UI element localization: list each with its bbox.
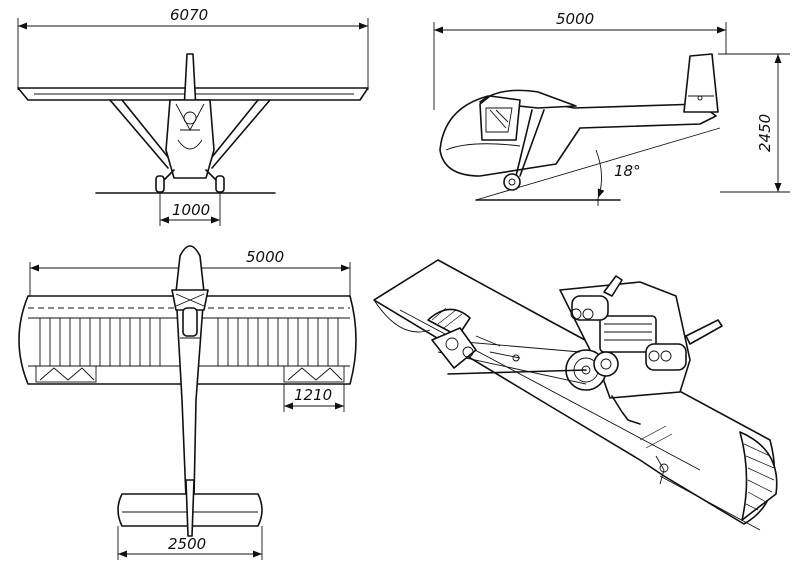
side-length-label: 5000 [556, 10, 594, 28]
front-fuselage [165, 99, 215, 179]
side-wheel [503, 173, 521, 191]
side-view: 5000 2450 18° [433, 10, 790, 206]
detail-crank-handle [611, 395, 641, 425]
top-aileron-label: 1210 [294, 386, 332, 404]
top-view: 5000 [18, 245, 357, 560]
detail-cylinder-right [645, 343, 687, 371]
side-angle-label: 18° [614, 162, 641, 180]
front-view: 6070 1000 [17, 6, 369, 226]
front-left-wheel [155, 175, 165, 193]
top-wing-ribs [39, 318, 339, 366]
detail-cylinder-left [571, 295, 609, 321]
detail-propeller-hub [431, 327, 477, 369]
top-right-aileron [283, 365, 345, 383]
side-height-label: 2450 [756, 114, 774, 152]
front-span-label: 6070 [170, 6, 208, 24]
detail-wing-tip-cut [739, 431, 778, 521]
engine-detail-view [373, 259, 778, 531]
top-left-aileron [35, 365, 97, 383]
top-span-label: 5000 [246, 248, 284, 266]
top-stabilizer-label: 2500 [168, 535, 206, 553]
side-fin [683, 53, 719, 113]
front-track-label: 1000 [172, 201, 210, 219]
front-right-wheel [215, 175, 225, 193]
side-cockpit [479, 95, 521, 141]
